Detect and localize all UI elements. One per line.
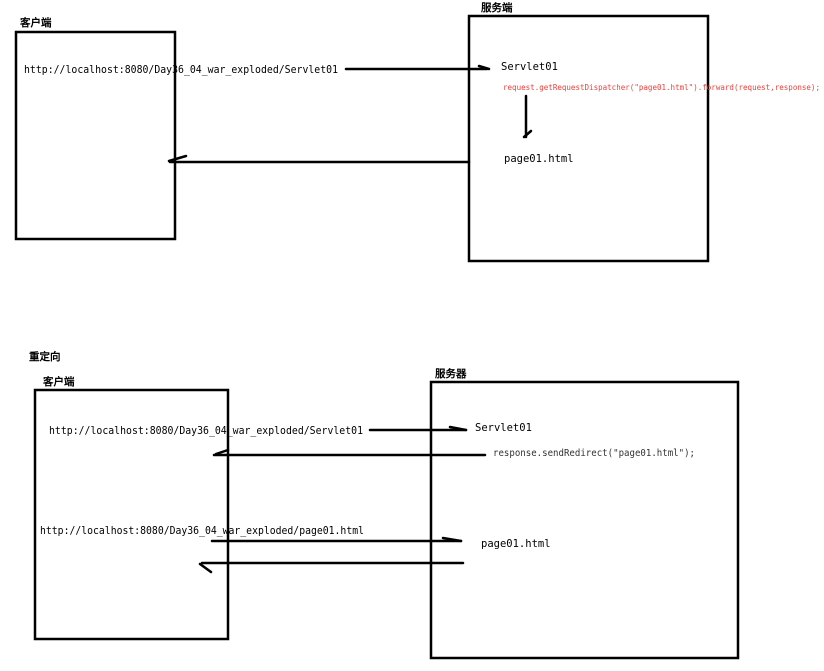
redirect-servlet-name: Servlet01 — [475, 422, 532, 434]
forward-code: request.getRequestDispatcher("page01.htm… — [503, 83, 820, 92]
redirect-code: response.sendRedirect("page01.html"); — [493, 448, 695, 459]
forward-servlet-name: Servlet01 — [501, 61, 558, 73]
redirect-page-response-arrow — [198, 561, 465, 574]
forward-client-title: 客户端 — [19, 16, 52, 29]
redirect-response-arrow — [212, 448, 487, 457]
forward-request-arrow — [344, 64, 491, 71]
forward-server-box — [467, 14, 710, 263]
redirect-client-title: 客户端 — [42, 375, 75, 388]
redirect-server-title: 服务器 — [435, 367, 467, 380]
forward-request-url: http://localhost:8080/Day36_04_war_explo… — [24, 64, 338, 76]
redirect-second-request-url: http://localhost:8080/Day36_04_war_explo… — [40, 525, 364, 537]
redirect-request-url: http://localhost:8080/Day36_04_war_explo… — [49, 425, 363, 437]
forward-server-title: 服务端 — [481, 1, 513, 14]
forward-internal-arrow — [522, 94, 533, 139]
forward-response-arrow — [167, 154, 471, 164]
redirect-second-request-arrow — [210, 536, 463, 543]
redirect-page-name: page01.html — [481, 538, 551, 550]
redirect-section-title: 重定向 — [29, 350, 61, 363]
forward-page-name: page01.html — [504, 153, 574, 165]
redirect-client-box — [33, 388, 230, 641]
redirect-server-box — [429, 380, 740, 660]
redirect-request-arrow — [368, 425, 468, 432]
forward-client-box — [14, 30, 177, 241]
